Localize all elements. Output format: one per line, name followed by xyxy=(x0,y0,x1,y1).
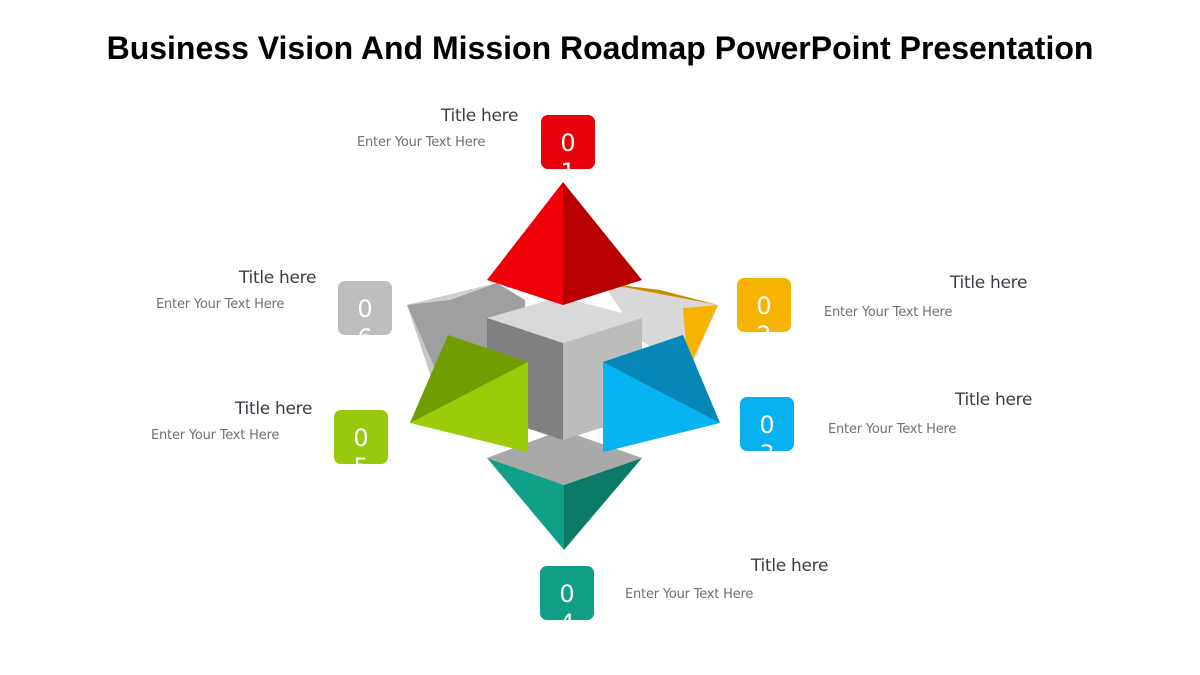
step-05-title: Title here xyxy=(235,399,313,419)
step-05-text: Enter Your Text Here xyxy=(151,428,280,443)
step-01-title: Title here xyxy=(441,106,519,126)
step-01-text: Enter Your Text Here xyxy=(357,135,486,150)
step-03-text: Enter Your Text Here xyxy=(828,422,957,437)
step-06-text: Enter Your Text Here xyxy=(156,297,285,312)
step-04-badge: 04 xyxy=(540,566,594,620)
page-title: Business Vision And Mission Roadmap Powe… xyxy=(106,30,1094,66)
step-01-badge: 01 xyxy=(541,115,595,169)
step-03-title: Title here xyxy=(955,390,1033,410)
step-03-badge: 03 xyxy=(740,397,794,451)
step-04-title: Title here xyxy=(751,556,829,576)
step-04-text: Enter Your Text Here xyxy=(625,587,754,602)
step-02-badge: 02 xyxy=(737,278,791,332)
blue-wing-03 xyxy=(603,335,720,452)
green-wing-05 xyxy=(410,335,528,452)
teal-pyramid-04 xyxy=(487,430,642,550)
step-06-badge: 06 xyxy=(338,281,392,335)
step-05-badge: 05 xyxy=(334,410,388,464)
yellow-wing-02 xyxy=(603,283,718,370)
red-pyramid-01 xyxy=(487,182,642,305)
step-02-title: Title here xyxy=(950,273,1028,293)
step-02-text: Enter Your Text Here xyxy=(824,305,953,320)
step-06-title: Title here xyxy=(239,268,317,288)
